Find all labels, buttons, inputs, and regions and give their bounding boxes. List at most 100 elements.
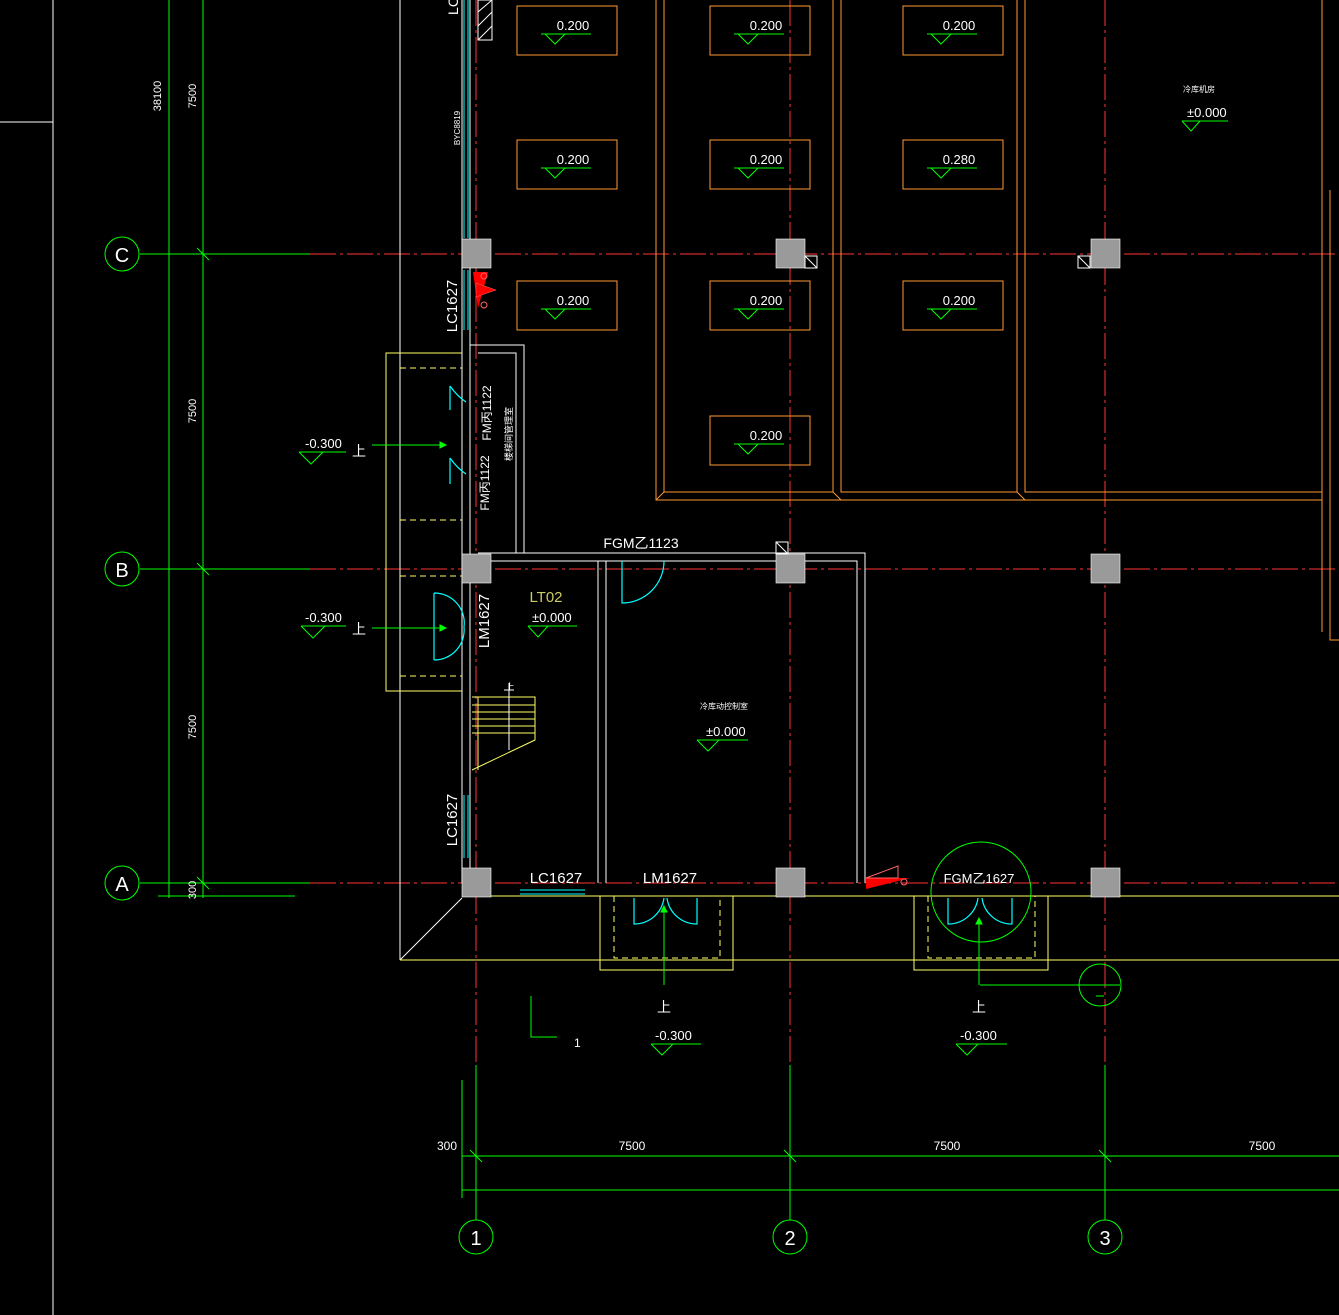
axis-label-2: 2 xyxy=(784,1228,795,1250)
elevation-label: ±0.000 xyxy=(706,724,746,739)
bottom-dimension-lines xyxy=(461,1080,1339,1198)
pad-elevation-symbol xyxy=(734,308,784,320)
elevation-label: ±0.000 xyxy=(532,610,572,625)
left-dimension-texts: 38100 7500 7500 7500 300 xyxy=(152,81,199,899)
pad-outline xyxy=(709,139,811,190)
pad-outline xyxy=(709,280,811,331)
building-walls xyxy=(399,0,866,961)
pad-elevation-label: 0.200 xyxy=(750,428,783,443)
pad-elevation-label: 0.200 xyxy=(750,18,783,33)
fire-fixture-upper xyxy=(473,272,497,309)
floor-pad: 0.200 xyxy=(709,5,811,56)
axis-bubble-1[interactable]: 1 xyxy=(458,1219,494,1255)
left-dimension-lines xyxy=(158,0,295,898)
floor-pad: 0.200 xyxy=(516,5,618,56)
elevation-texts: ±0.000 ±0.000 ±0.000 -0.300 -0.300 -0.30… xyxy=(305,105,1227,1043)
pad-outline xyxy=(516,5,618,56)
column xyxy=(461,553,492,584)
left-panel-frame xyxy=(0,0,54,1315)
pad-elevation-symbol xyxy=(541,33,591,45)
stair-up-marks: 上 上 上 上 上 xyxy=(352,443,986,1015)
door-tag: LC1627 xyxy=(444,794,461,847)
up-mark: 上 xyxy=(505,682,514,692)
pad-elevation-label: 0.200 xyxy=(557,152,590,167)
axis-bubble-c[interactable]: C xyxy=(104,236,140,272)
floor-pad: 0.200 xyxy=(516,139,618,190)
door-tag: LM1627 xyxy=(476,594,493,648)
axis-bubble-a[interactable]: A xyxy=(104,865,140,901)
pad-outline xyxy=(516,280,618,331)
column xyxy=(461,238,492,269)
axis-bubble-3[interactable]: 3 xyxy=(1087,1219,1123,1255)
dim-span: 7500 xyxy=(1249,1139,1276,1153)
pad-elevation-label: 0.200 xyxy=(557,293,590,308)
pad-elevation-label: 0.200 xyxy=(943,18,976,33)
pad-elevation-symbol xyxy=(734,167,784,179)
door-tag: LC1627 xyxy=(530,870,583,887)
pad-elevation-symbol xyxy=(927,33,977,45)
floor-pad: 0.280 xyxy=(902,139,1004,190)
section-mark-label: 1 xyxy=(574,1036,581,1050)
axis-bubble-b[interactable]: B xyxy=(104,551,140,587)
pad-elevation-label: 0.200 xyxy=(557,18,590,33)
elevation-label: ±0.000 xyxy=(1187,105,1227,120)
dim-offset: 300 xyxy=(437,1139,457,1153)
dim-span: 300 xyxy=(187,881,199,899)
axis-label-3: 3 xyxy=(1099,1228,1110,1250)
pad-elevation-symbol xyxy=(734,33,784,45)
room-label: 冷库动控制室 xyxy=(700,701,748,711)
elevation-label: -0.300 xyxy=(655,1028,692,1043)
floor-pad: 0.200 xyxy=(709,415,811,466)
door-tag: FM丙1122 xyxy=(480,385,494,440)
pad-elevation-symbol xyxy=(541,308,591,320)
axis-bubble-2[interactable]: 2 xyxy=(772,1219,808,1255)
room-label: 楼梯间管理室 xyxy=(503,407,514,461)
dim-span: 7500 xyxy=(187,84,199,108)
room-labels: 冷库机房 LT02 冷库动控制室 楼梯间管理室 xyxy=(503,84,1215,711)
pad-outline xyxy=(709,5,811,56)
dim-span: 7500 xyxy=(187,399,199,423)
axis-label-a: A xyxy=(115,874,129,896)
exterior-ramps xyxy=(385,352,1339,971)
duct-markers xyxy=(775,255,1091,555)
fire-fixture-lower xyxy=(865,865,910,889)
pad-outline xyxy=(902,280,1004,331)
up-mark: 上 xyxy=(352,621,366,637)
top-wall-hatch xyxy=(477,0,493,41)
pad-elevation-symbol xyxy=(927,167,977,179)
cold-room-walls xyxy=(655,0,1339,641)
entry-arrows xyxy=(372,441,983,985)
up-mark: 上 xyxy=(352,443,366,459)
up-mark: 上 xyxy=(972,999,986,1015)
pad-elevation-symbol xyxy=(541,167,591,179)
axis-label-1: 1 xyxy=(470,1228,481,1250)
section-mark xyxy=(530,996,557,1038)
dim-total: 38100 xyxy=(152,81,164,112)
structural-columns xyxy=(461,238,1121,898)
pad-elevation-symbol xyxy=(927,308,977,320)
column xyxy=(775,867,806,898)
door-tag: LC xyxy=(445,0,461,15)
column xyxy=(1090,553,1121,584)
door-tag: FM丙1122 xyxy=(478,455,492,510)
axis-extensions xyxy=(140,253,1106,1220)
elevation-label: -0.300 xyxy=(305,436,342,451)
pad-outline xyxy=(709,415,811,466)
stair-flight xyxy=(471,683,536,771)
door-tag: BYC8819 xyxy=(453,110,462,145)
floor-pads: 0.200 0.200 0.200 0.200 0.200 0.280 0.200 0.200… xyxy=(516,5,1004,466)
axis-label-b: B xyxy=(115,560,128,582)
pad-elevation-label: 0.280 xyxy=(943,152,976,167)
door-circle-marker xyxy=(930,841,1032,943)
column xyxy=(461,867,492,898)
door-swings xyxy=(433,385,1013,925)
floor-pad: 0.200 xyxy=(709,280,811,331)
elevation-markers xyxy=(298,120,1228,1056)
door-tag: FGM乙1123 xyxy=(603,535,678,551)
grid-bubbles[interactable]: C B A 1 2 3 xyxy=(104,236,1123,1255)
column xyxy=(1090,867,1121,898)
door-tag: LC1627 xyxy=(444,280,461,333)
door-tag: LM1627 xyxy=(643,870,697,887)
